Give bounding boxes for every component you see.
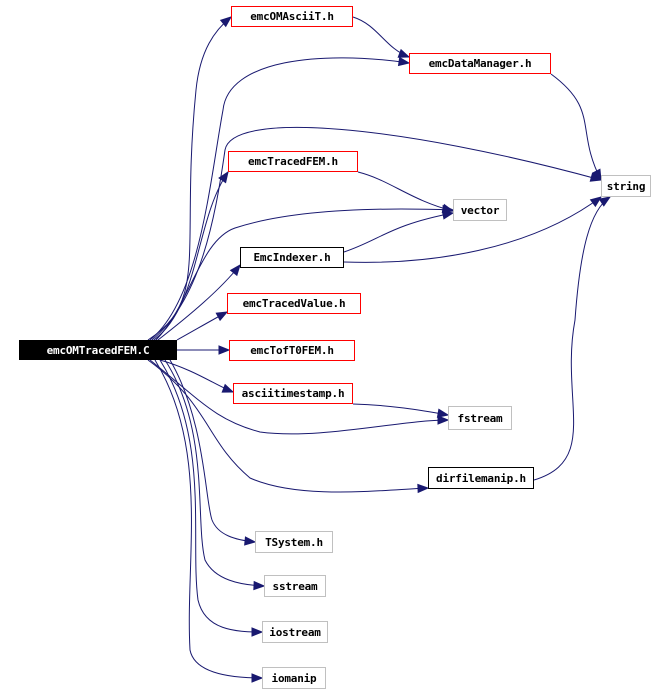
node-emctracedfem-h[interactable]: emcTracedFEM.h [228,151,358,172]
node-emctracedvalue-h[interactable]: emcTracedValue.h [227,293,361,314]
arrowhead-root-to-iomanip [251,673,264,683]
arrowhead-root-to-tsystem [244,536,257,546]
edge-root-to-fstream [149,359,449,435]
node-sstream: sstream [264,575,326,597]
arrowhead-root-to-tracedfem [218,170,229,184]
node-emcdatamanager-h[interactable]: emcDataManager.h [409,53,551,74]
node-string: string [601,175,651,197]
arrowhead-root-to-omascii [219,16,233,28]
edge-root-to-asciits [159,359,234,393]
arrowhead-indexer-to-string [589,196,603,208]
node-dirfilemanip-h[interactable]: dirfilemanip.h [428,467,534,489]
node-fstream: fstream [448,406,512,430]
edge-root-to-tsystem [169,359,256,543]
edge-root-to-dirfile [147,359,429,493]
edge-datamgr-to-string [550,73,602,181]
arrowhead-indexer-to-vector [441,210,455,220]
arrowhead-root-to-toft0 [218,345,231,355]
node-emcomasciit-h[interactable]: emcOMAsciiT.h [231,6,353,27]
edge-tracedfem-to-vector [357,171,454,212]
edge-root-to-iomanip [154,359,263,679]
node-iomanip: iomanip [262,667,326,689]
arrowhead-asciits-to-fstream [436,408,450,418]
edge-dirfile-to-string [533,196,611,481]
arrowhead-root-to-iostream [251,627,264,637]
edge-indexer-to-vector [343,212,454,253]
node-emcomtracedfem-c[interactable]: emcOMTracedFEM.C [19,340,177,360]
arrowhead-root-to-indexer [229,263,241,277]
node-iostream: iostream [262,621,328,643]
edge-root-to-vector [155,208,454,341]
node-emcindexer-h[interactable]: EmcIndexer.h [240,247,344,268]
edge-root-to-string [151,126,602,341]
edge-root-to-iostream [159,359,263,633]
node-asciitimestamp-h[interactable]: asciitimestamp.h [233,383,353,404]
arrowhead-root-to-sstream [253,580,266,591]
arrowhead-root-to-dirfile [417,483,430,494]
edge-asciits-to-fstream [352,403,449,416]
arrowhead-omascii-to-datamgr [397,48,411,58]
arrowhead-datamgr-to-string [591,168,602,182]
edge-root-to-sstream [164,359,265,587]
edge-indexer-to-string [343,196,602,263]
node-tsystem-h: TSystem.h [255,531,333,553]
node-emctoft0fem-h[interactable]: emcTofT0FEM.h [229,340,355,361]
arrowhead-root-to-datamgr [397,56,411,67]
arrowhead-root-to-asciits [221,383,235,393]
arrowhead-root-to-tracedvalue [215,311,229,322]
edge-root-to-omascii [147,16,232,341]
node-vector: vector [453,199,507,221]
edge-root-to-datamgr [149,57,410,341]
arrowhead-root-to-fstream [437,415,450,425]
arrowhead-dirfile-to-string [598,196,612,207]
